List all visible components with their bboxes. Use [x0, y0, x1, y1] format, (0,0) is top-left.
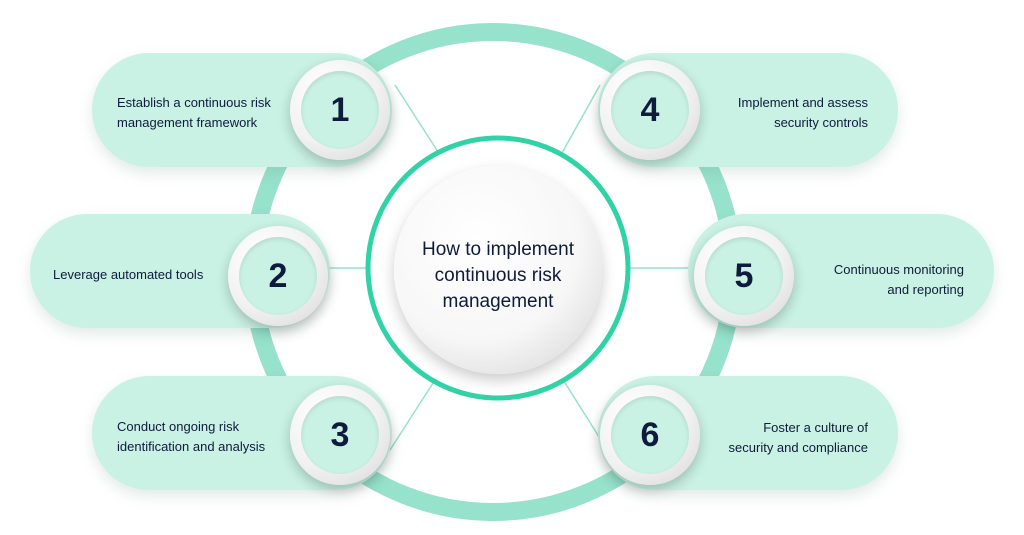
step-1-line2: management framework	[117, 115, 258, 130]
step-badge-3: 3	[290, 385, 390, 485]
step-number-6: 6	[611, 396, 689, 474]
step-5-line2: and reporting	[887, 282, 964, 297]
step-text-1: Establish a continuous risk management f…	[117, 93, 307, 133]
step-3-line2: identification and analysis	[117, 439, 266, 454]
step-5-line1: Continuous monitoring	[833, 262, 964, 277]
connector-1	[394, 84, 441, 156]
step-number-4: 4	[611, 71, 689, 149]
step-badge-6: 6	[600, 385, 700, 485]
step-6-line2: security and compliance	[728, 440, 868, 455]
step-text-4: Implement and assess security controls	[678, 93, 868, 133]
step-number-2: 2	[239, 237, 317, 315]
center-disc	[394, 166, 602, 374]
step-badge-1: 1	[290, 60, 390, 160]
step-number-5: 5	[705, 237, 783, 315]
step-1-line1: Establish a continuous risk	[117, 95, 271, 110]
step-badge-4: 4	[600, 60, 700, 160]
step-4-line2: security controls	[774, 115, 868, 130]
step-badge-5: 5	[694, 226, 794, 326]
connector-4	[557, 84, 601, 161]
step-3-line1: Conduct ongoing risk	[117, 419, 240, 434]
step-text-2: Leverage automated tools	[53, 265, 243, 285]
step-4-line1: Implement and assess	[737, 95, 868, 110]
step-text-5: Continuous monitoring and reporting	[774, 260, 964, 300]
step-badge-2: 2	[228, 226, 328, 326]
step-6-line1: Foster a culture of	[763, 420, 868, 435]
center-title: How to implement continuous risk managem…	[421, 239, 575, 312]
step-text-6: Foster a culture of security and complia…	[678, 418, 868, 458]
step-number-1: 1	[301, 71, 379, 149]
step-text-3: Conduct ongoing risk identification and …	[117, 417, 307, 457]
connector-3	[389, 379, 436, 451]
step-2-line1: Leverage automated tools	[53, 267, 204, 282]
step-number-3: 3	[301, 396, 379, 474]
